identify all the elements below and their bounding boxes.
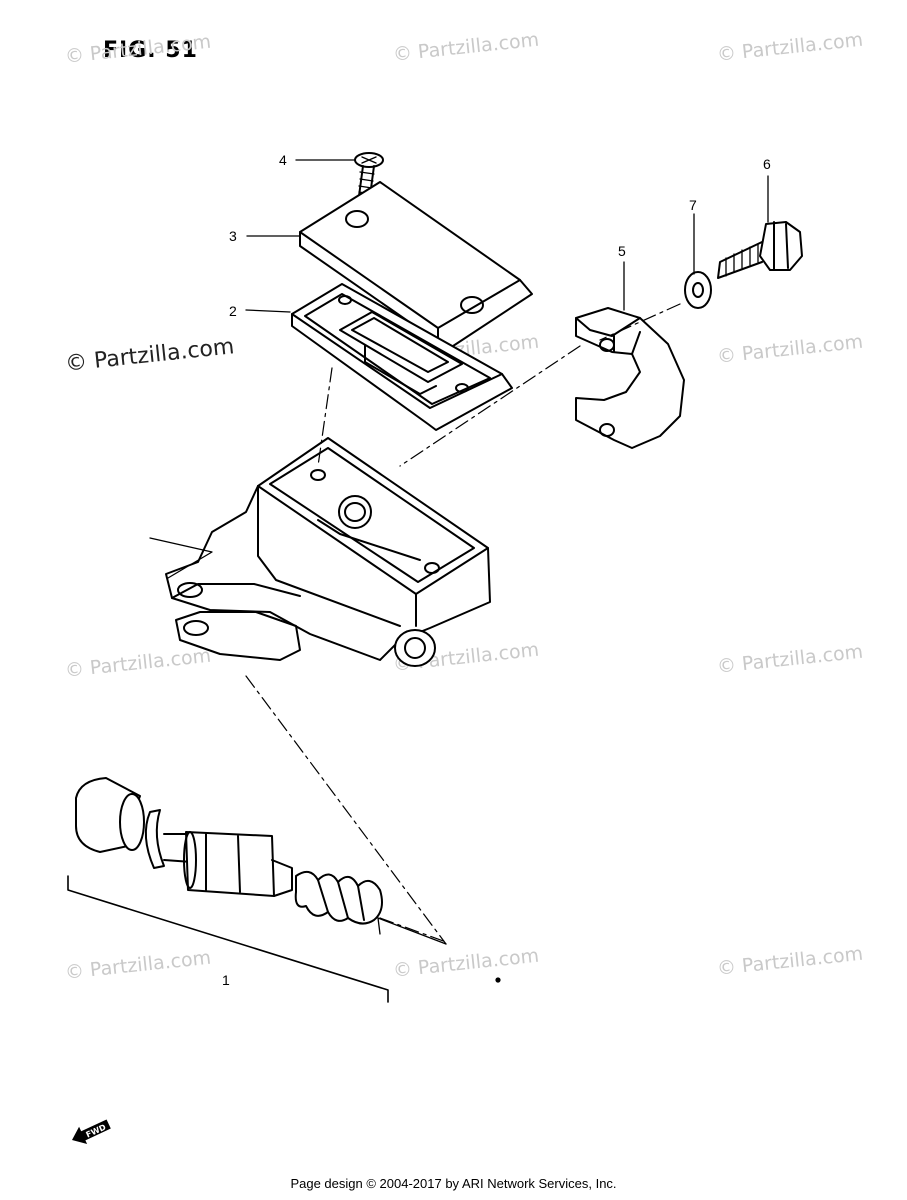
washer-part-7 (684, 271, 712, 309)
callout-5: 5 (618, 243, 626, 259)
diaphragm-part-2 (291, 283, 513, 431)
callout-2: 2 (229, 303, 237, 319)
triangle-pointer (377, 917, 447, 945)
bolt-part-6 (717, 221, 803, 279)
clamp-part-5 (575, 307, 685, 449)
fwd-label: FWD (85, 1122, 108, 1139)
leader-line-2 (245, 309, 291, 313)
figure-title: FIG. 51 (103, 38, 198, 63)
axis-line-screw (317, 367, 333, 467)
callout-4: 4 (279, 152, 287, 168)
reservoir-cap-part-3 (299, 181, 533, 349)
axis-line-clamp-body (399, 345, 581, 467)
callout-6: 6 (763, 156, 771, 172)
fwd-arrow-icon: FWD (72, 1119, 111, 1144)
master-cylinder-body (165, 437, 491, 667)
axis-line-body-piston (245, 675, 447, 945)
callout-1: 1 (222, 972, 230, 988)
bracket-part-1 (67, 875, 389, 1003)
callout-3: 3 (229, 228, 237, 244)
axis-line-piston (379, 917, 447, 943)
piston-assembly-part-1 (75, 777, 383, 925)
triangle-pointer (149, 537, 213, 579)
axis-line-clamp (599, 303, 681, 341)
callout-7: 7 (689, 197, 697, 213)
page-footer: Page design © 2004-2017 by ARI Network S… (290, 1176, 617, 1191)
